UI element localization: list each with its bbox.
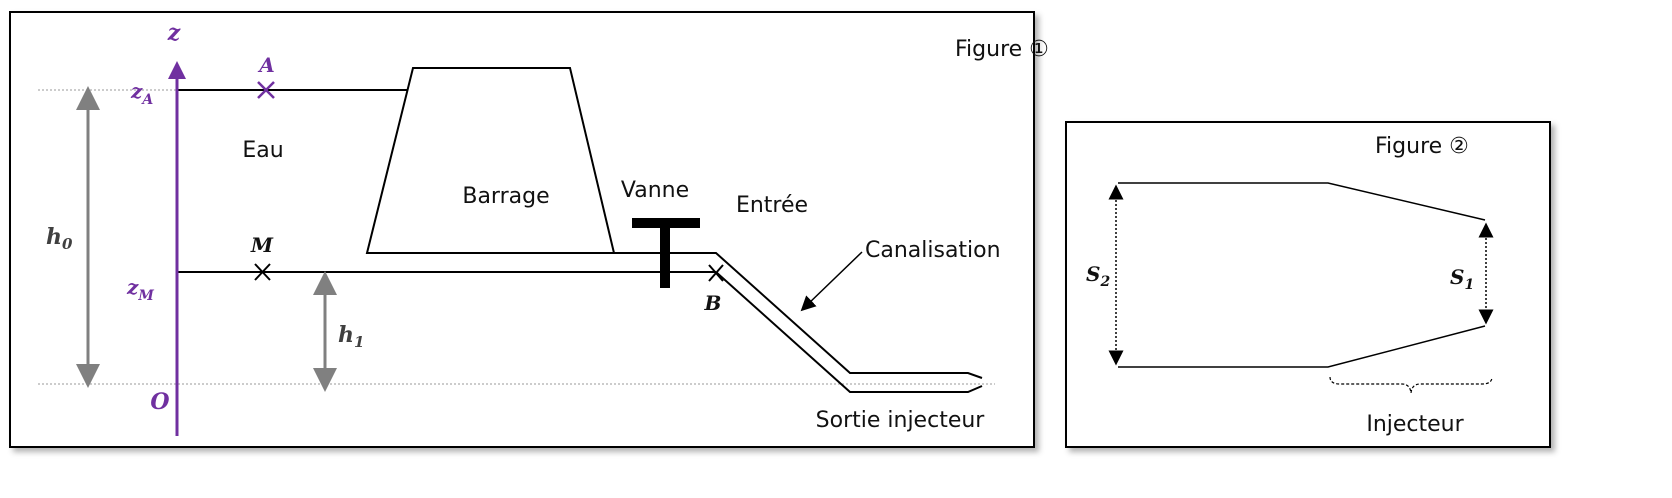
injector-label: Injecteur	[1366, 412, 1464, 437]
z-a-label: zA	[130, 79, 153, 108]
point-m-marker	[254, 263, 271, 281]
pipe-pointer-arrow	[800, 251, 863, 312]
s2-label: S2	[1086, 262, 1110, 290]
point-a-marker	[257, 81, 275, 99]
z-axis-label: z	[167, 20, 181, 46]
figure-1-title: Figure ①	[955, 37, 1049, 62]
figure-1-frame	[9, 11, 1035, 448]
s1-label: S1	[1450, 265, 1474, 293]
injector-brace	[1329, 376, 1493, 394]
point-b-marker	[708, 264, 724, 282]
figure-2: Figure ② S2 S1 Injecteur	[1065, 121, 1551, 448]
z-m-label: zM	[126, 275, 154, 304]
pipe-top-wall	[614, 252, 983, 379]
point-a-label: A	[257, 53, 275, 77]
inlet-label: Entrée	[736, 193, 808, 218]
figure-2-frame	[1065, 121, 1551, 448]
point-b-label: B	[704, 291, 722, 315]
origin-label: O	[150, 389, 169, 415]
injector-bottom-wall	[1118, 325, 1486, 368]
injector-top-wall	[1118, 182, 1486, 221]
h0-label: h0	[46, 224, 73, 253]
water-label: Eau	[242, 138, 283, 163]
h1-label: h1	[338, 322, 364, 351]
outlet-label: Sortie injecteur	[816, 408, 986, 433]
point-m-label: M	[250, 233, 274, 257]
dam-label: Barrage	[462, 184, 549, 209]
valve-icon	[632, 218, 700, 288]
pipe-bottom-wall	[715, 271, 983, 393]
valve-label: Vanne	[621, 178, 689, 203]
figure-1: Figure ① Barrage Eau Vanne Entrée Canali…	[9, 11, 1049, 448]
pipe-label: Canalisation	[865, 238, 1001, 263]
figure-2-title: Figure ②	[1375, 134, 1469, 159]
